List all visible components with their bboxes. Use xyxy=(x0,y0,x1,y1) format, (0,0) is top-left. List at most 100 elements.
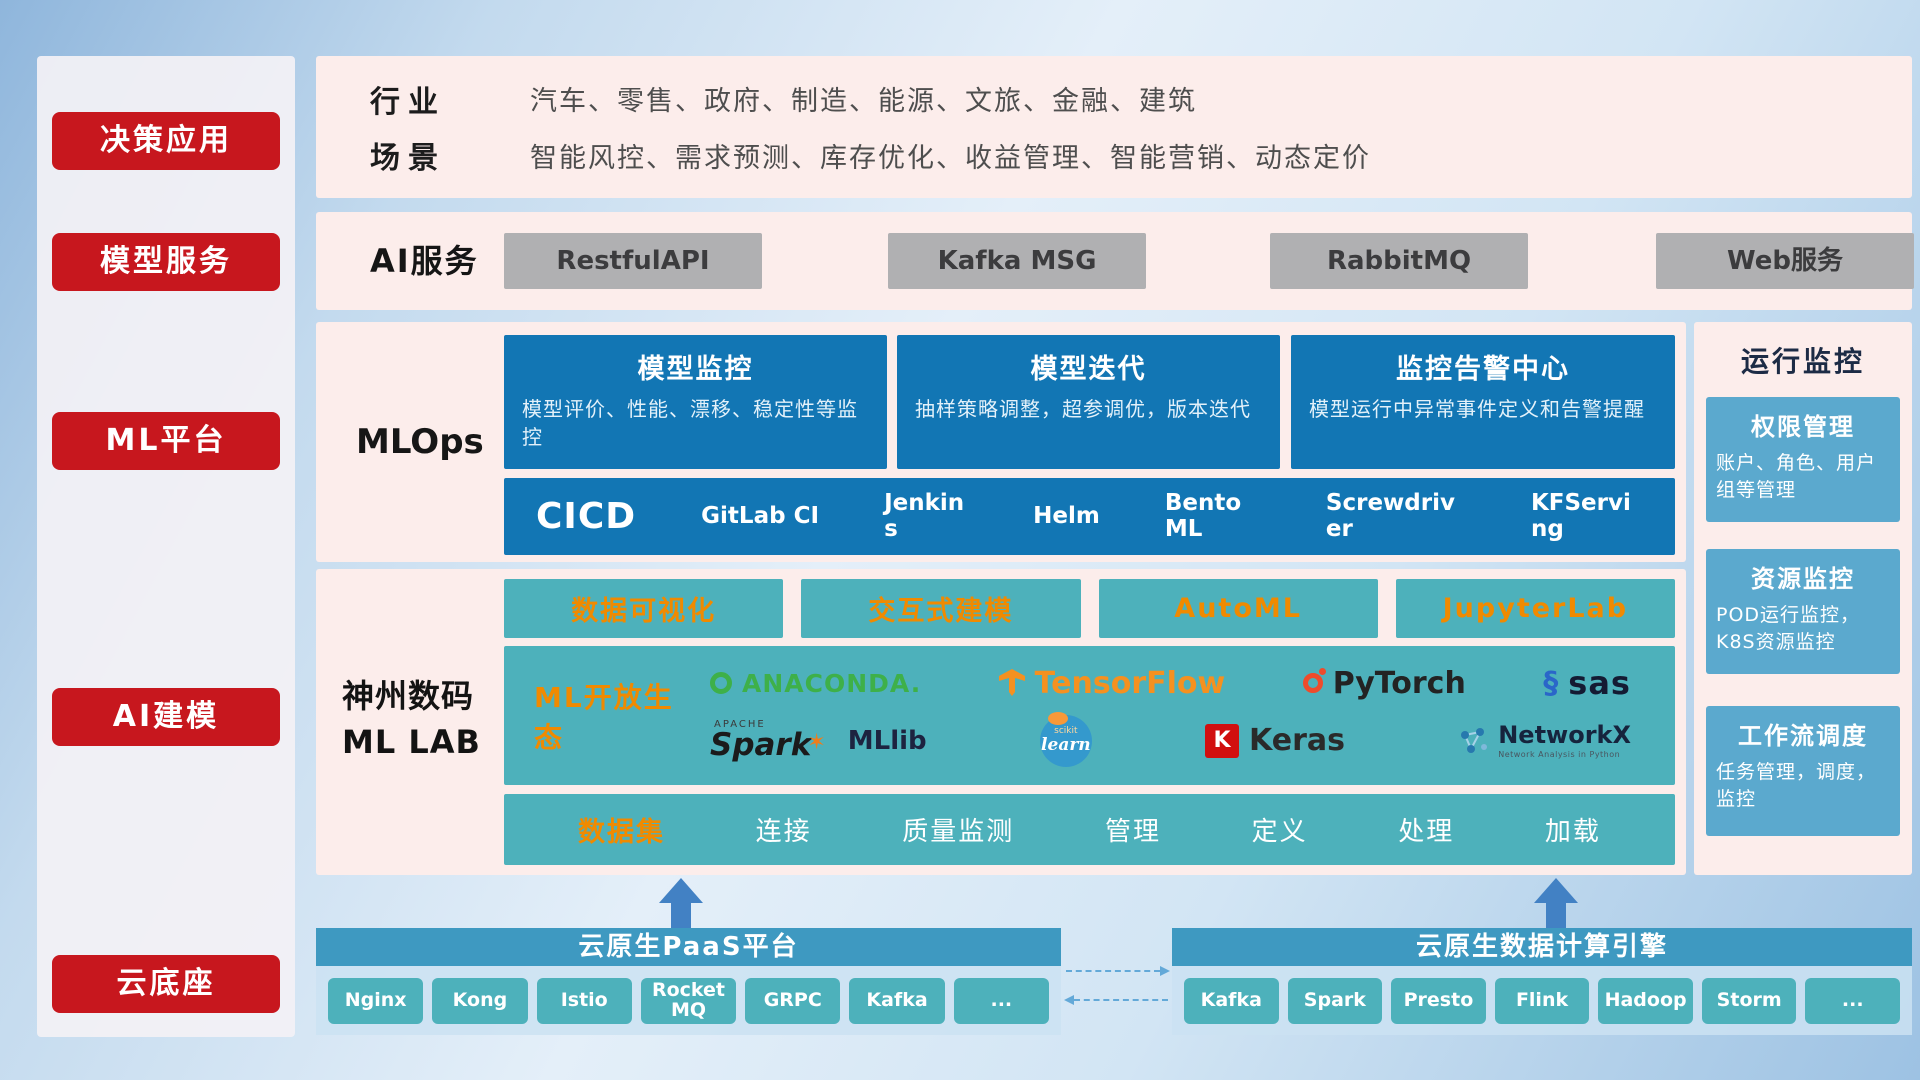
card-title: 监控告警中心 xyxy=(1396,354,1570,385)
engine-items-panel: Kafka Spark Presto Flink Hadoop Storm ..… xyxy=(1172,966,1912,1035)
keras-logo: K Keras xyxy=(1205,723,1345,758)
networkx-icon xyxy=(1461,727,1488,753)
dataset-item-connect: 连接 xyxy=(755,817,812,847)
dataset-item-quality: 质量监测 xyxy=(902,817,1015,847)
cicd-bar: CICD GitLab CI Jenkins Helm BentoML Scre… xyxy=(504,478,1675,555)
pytorch-icon xyxy=(1302,668,1326,694)
engine-chip-presto: Presto xyxy=(1391,977,1486,1024)
ai-service-label: AI服务 xyxy=(370,242,479,280)
cicd-item-helm: Helm xyxy=(1033,502,1100,529)
card-desc: 模型运行中异常事件定义和告警提醒 xyxy=(1309,397,1645,421)
arrow-head-right xyxy=(1160,966,1170,976)
paas-title-bar: 云原生PaaS平台 xyxy=(316,928,1061,966)
card-title: 模型监控 xyxy=(637,354,754,385)
mllib-label: MLlib xyxy=(847,725,927,756)
sidebar-item-model-service: 模型服务 xyxy=(52,233,280,291)
sidebar-item-decision-apps: 决策应用 xyxy=(52,112,280,170)
engine-chip-flink: Flink xyxy=(1494,977,1590,1024)
engine-chip-more: ... xyxy=(1805,977,1901,1024)
card-model-monitoring: 模型监控 模型评价、性能、漂移、稳定性等监控 xyxy=(504,335,887,469)
scenario-value: 智能风控、需求预测、库存优化、收益管理、智能营销、动态定价 xyxy=(530,142,1371,174)
scikit-learn-icon: scikit learn xyxy=(1039,711,1092,767)
paas-items-panel: Nginx Kong Istio RocketMQ GRPC Kafka ... xyxy=(316,966,1061,1035)
tensorflow-icon xyxy=(998,669,1025,697)
ml-lab-label: 神州数码 ML LAB xyxy=(342,673,481,766)
dataset-item-manage: 管理 xyxy=(1104,817,1161,847)
dataset-bar: 数据集 连接 质量监测 管理 定义 处理 加载 xyxy=(504,794,1675,865)
mlops-label: MLOps xyxy=(356,422,484,462)
dataset-item-define: 定义 xyxy=(1251,817,1308,847)
card-workflow-scheduler: 工作流调度 任务管理，调度，监控 xyxy=(1706,706,1900,836)
paas-chip-grpc: GRPC xyxy=(745,977,841,1024)
sidebar-item-ml-platform: ML平台 xyxy=(52,412,280,470)
card-title: 工作流调度 xyxy=(1738,722,1868,750)
anaconda-logo: ANACONDA. xyxy=(710,669,921,698)
paas-chip-kong: Kong xyxy=(432,977,528,1024)
sidebar: 决策应用 模型服务 ML平台 AI建模 云底座 xyxy=(37,56,295,1037)
card-desc: POD运行监控，K8S资源监控 xyxy=(1716,604,1861,653)
sidebar-item-cloud-base: 云底座 xyxy=(52,955,280,1013)
learn-label: learn xyxy=(1041,735,1091,756)
networkx-label: NetworkX xyxy=(1498,721,1631,750)
paas-chip-rocketmq: RocketMQ xyxy=(640,977,737,1024)
sas-label: sas xyxy=(1568,664,1631,703)
run-monitor-title: 运行监控 xyxy=(1740,345,1865,378)
spark-mllib-logo: APACHE Spark✶ MLlib xyxy=(710,720,927,761)
mlops-panel: MLOps 模型监控 模型评价、性能、漂移、稳定性等监控 模型迭代 抽样策略调整… xyxy=(316,322,1686,562)
paas-chip-nginx: Nginx xyxy=(328,977,424,1024)
dataset-item-process: 处理 xyxy=(1398,817,1455,847)
engine-chip-storm: Storm xyxy=(1701,977,1797,1024)
industry-scenario-panel: 行业 汽车、零售、政府、制造、能源、文旅、金融、建筑 场景 智能风控、需求预测、… xyxy=(316,56,1912,198)
card-title: 权限管理 xyxy=(1751,413,1855,441)
service-restfulapi: RestfulAPI xyxy=(504,233,762,289)
spark-wordmark: APACHE Spark✶ xyxy=(710,720,826,761)
spark-star-icon: ✶ xyxy=(807,730,826,756)
ml-lab-tool-row: 数据可视化 交互式建模 AutoML JupyterLab xyxy=(504,579,1675,638)
run-monitor-panel: 运行监控 权限管理 账户、角色、用户组等管理 资源监控 POD运行监控，K8S资… xyxy=(1694,322,1912,875)
keras-label: Keras xyxy=(1249,723,1346,759)
sas-icon: § xyxy=(1543,665,1559,701)
card-desc: 任务管理，调度，监控 xyxy=(1716,761,1877,810)
up-arrow-left xyxy=(659,878,703,929)
paas-chip-more: ... xyxy=(953,977,1049,1024)
cicd-item-gitlab-ci: GitLab CI xyxy=(701,502,820,529)
logo-row-2: APACHE Spark✶ MLlib scikit learn K Kera xyxy=(710,711,1631,767)
tool-jupyterlab: JupyterLab xyxy=(1395,579,1675,638)
ml-open-ecosystem-label: ML开放生态 xyxy=(534,680,674,754)
tensorflow-logo: TensorFlow xyxy=(998,666,1225,701)
up-arrow-right xyxy=(1534,878,1578,929)
ml-lab-label-line2: ML LAB xyxy=(342,723,481,762)
paas-chip-istio: Istio xyxy=(536,977,632,1024)
dashed-arrow-left xyxy=(1064,995,1168,1005)
logo-row-1: ANACONDA. TensorFlow PyTorch § sas xyxy=(710,664,1631,702)
scenario-row: 场景 智能风控、需求预测、库存优化、收益管理、智能营销、动态定价 xyxy=(370,133,1912,177)
keras-icon: K xyxy=(1205,723,1240,758)
spark-apache-label: APACHE xyxy=(714,719,766,731)
dataset-label: 数据集 xyxy=(578,817,665,848)
cicd-label: CICD xyxy=(536,496,637,537)
anaconda-label: ANACONDA. xyxy=(742,668,922,698)
card-title: 模型迭代 xyxy=(1030,354,1147,385)
ml-open-ecosystem-box: ML开放生态 ANACONDA. TensorFlow PyTorch xyxy=(504,646,1675,785)
networkx-subtitle: Network Analysis in Python xyxy=(1498,749,1621,759)
ai-service-panel: AI服务 RestfulAPI Kafka MSG RabbitMQ Web服务 xyxy=(316,212,1914,310)
dataset-item-load: 加载 xyxy=(1544,817,1601,847)
ecosystem-logos: ANACONDA. TensorFlow PyTorch § sas xyxy=(700,646,1675,785)
spark-label: Spark xyxy=(710,727,812,764)
service-web: Web服务 xyxy=(1656,233,1914,289)
scikit-learn-logo: scikit learn xyxy=(1039,711,1092,767)
cicd-item-kfserving: KFServing xyxy=(1530,489,1631,542)
card-model-iteration: 模型迭代 抽样策略调整，超参调优，版本迭代 xyxy=(897,335,1280,469)
arrow-head-left xyxy=(1064,995,1074,1005)
tool-automl: AutoML xyxy=(1098,579,1378,638)
cicd-item-screwdriver: Screwdriver xyxy=(1325,489,1455,542)
scikit-label: scikit xyxy=(1054,726,1078,737)
service-kafka-msg: Kafka MSG xyxy=(888,233,1146,289)
ml-lab-label-line1: 神州数码 xyxy=(342,677,475,715)
sas-logo: § sas xyxy=(1543,664,1631,702)
tool-interactive-modeling: 交互式建模 xyxy=(801,579,1081,638)
card-permission-mgmt: 权限管理 账户、角色、用户组等管理 xyxy=(1706,397,1900,522)
arrow-stem xyxy=(671,903,691,929)
scenario-label: 场景 xyxy=(370,141,446,177)
networkx-logo: NetworkX Network Analysis in Python xyxy=(1458,722,1631,759)
